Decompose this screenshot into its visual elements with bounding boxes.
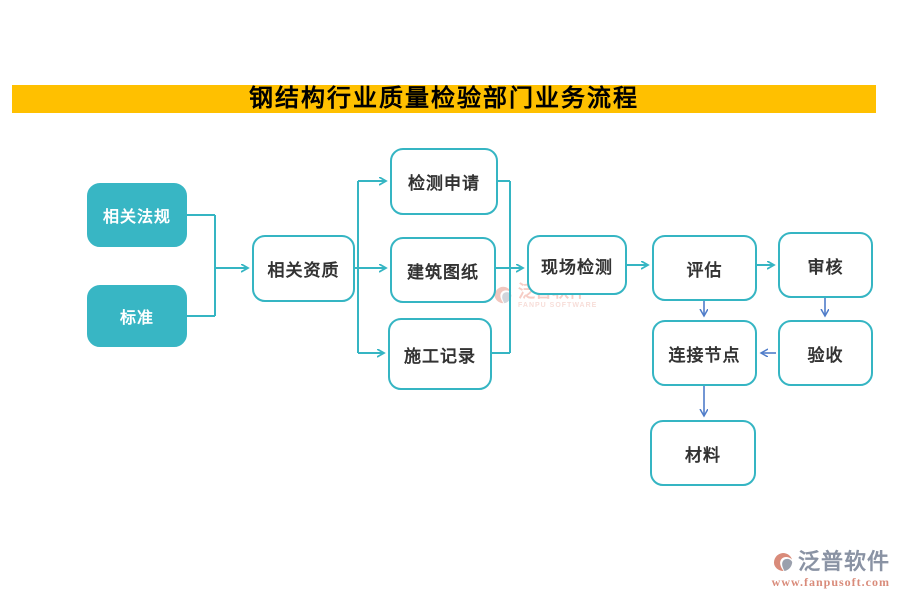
footer-url: www.fanpusoft.com xyxy=(771,575,890,589)
fanpu-logo-icon xyxy=(773,553,793,572)
teal-connectors xyxy=(187,181,774,353)
node-connection-joints: 连接节点 xyxy=(652,320,757,386)
node-qualification: 相关资质 xyxy=(252,235,355,302)
node-inspection-apply: 检测申请 xyxy=(390,148,498,215)
node-evaluation: 评估 xyxy=(652,235,757,301)
node-construction-records: 施工记录 xyxy=(388,318,492,390)
node-acceptance: 验收 xyxy=(778,320,873,386)
node-site-inspection: 现场检测 xyxy=(527,235,627,295)
node-construction-drawings: 建筑图纸 xyxy=(390,237,496,303)
footer-logo: 泛普软件 www.fanpusoft.com xyxy=(771,549,890,590)
node-audit: 审核 xyxy=(778,232,873,298)
watermark-subtitle: FANPU SOFTWARE xyxy=(518,302,598,309)
title-banner: 钢结构行业质量检验部门业务流程 xyxy=(12,85,876,113)
node-standards: 标准 xyxy=(87,285,187,347)
node-materials: 材料 xyxy=(650,420,756,486)
footer-brand: 泛普软件 xyxy=(797,548,890,574)
blue-connectors xyxy=(704,298,825,416)
page-title: 钢结构行业质量检验部门业务流程 xyxy=(249,85,639,112)
node-regulations: 相关法规 xyxy=(87,183,187,247)
